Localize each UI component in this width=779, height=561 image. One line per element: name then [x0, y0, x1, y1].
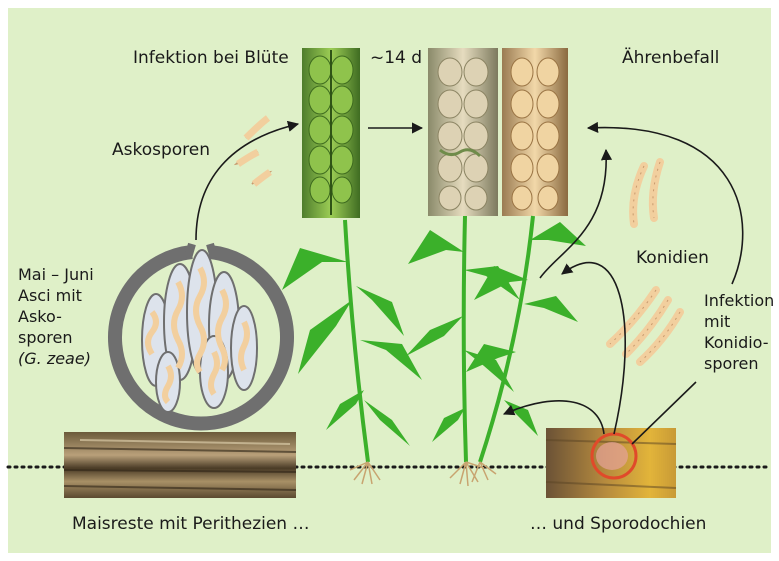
- conidio-line-3: Konidio-: [704, 332, 774, 353]
- label-infection-flowering: Infektion bei Blüte: [133, 48, 289, 68]
- ear-photo-infected-1: [428, 48, 498, 216]
- conidio-line-4: sporen: [704, 353, 774, 374]
- label-asci-season: Mai – Juni Asci mit Asko- sporen (G. zea…: [18, 264, 94, 369]
- season-line-1: Mai – Juni: [18, 264, 94, 285]
- maize-residue-photo-perithecia: [64, 432, 296, 498]
- ascospores: [236, 118, 270, 184]
- label-maize-residue: Maisreste mit Perithezien …: [72, 514, 309, 534]
- label-ascospores: Askosporen: [112, 140, 210, 160]
- label-head-blight: Ährenbefall: [622, 48, 719, 68]
- label-sporodochia: … und Sporodochien: [530, 514, 706, 534]
- label-14-days: ~14 d: [370, 48, 422, 68]
- season-line-4: sporen: [18, 327, 94, 348]
- arrow-sporodochia-to-leaf: [562, 263, 625, 434]
- ear-photo-healthy: [302, 48, 360, 218]
- conidia-upper: [633, 162, 660, 224]
- season-line-2: Asci mit: [18, 285, 94, 306]
- season-line-3: Asko-: [18, 306, 94, 327]
- arrow-ascospores-to-ear: [196, 124, 298, 240]
- ear-photo-infected-2: [502, 48, 568, 216]
- maize-residue-photo-sporodochia: [546, 428, 676, 498]
- wheat-plants: [282, 216, 586, 462]
- season-line-5: (G. zeae): [18, 348, 94, 369]
- perithecium-illustration: [115, 244, 287, 424]
- conidio-line-2: mit: [704, 311, 774, 332]
- conidio-line-1: Infektion: [704, 290, 774, 311]
- label-conidiospore-infection: Infektion mit Konidio- sporen: [704, 290, 774, 374]
- label-conidia: Konidien: [636, 248, 709, 268]
